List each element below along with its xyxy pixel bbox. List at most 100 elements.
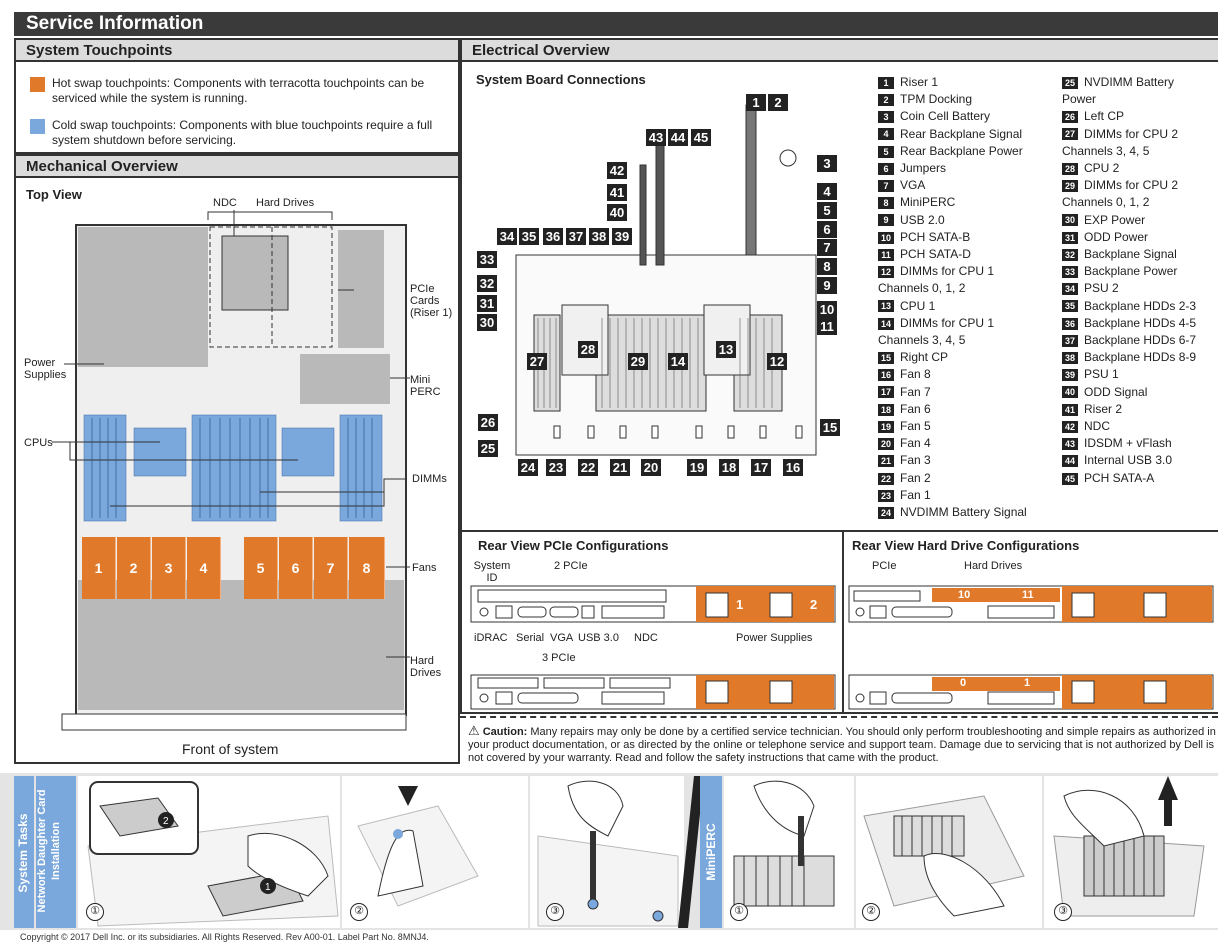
callout-15: 15	[820, 419, 840, 436]
vga-label: VGA	[550, 632, 574, 644]
legend-number: 12	[878, 266, 894, 279]
touchpoints-title: System Touchpoints	[16, 40, 458, 62]
callout-8: 8	[817, 258, 837, 275]
callout-35: 35	[519, 228, 539, 245]
callout-7: 7	[817, 239, 837, 256]
pcie-cards-label: PCIe Cards (Riser 1)	[410, 283, 453, 319]
legend-label: ODD Signal	[1084, 384, 1148, 399]
legend-label: CPU 1	[900, 298, 936, 313]
miniperc-step-1: ①	[730, 903, 748, 921]
legend-number: 20	[878, 438, 894, 451]
callout-36: 36	[543, 228, 563, 245]
callout-28: 28	[578, 341, 598, 358]
warning-icon: ⚠	[468, 723, 480, 738]
fan-3: 3	[152, 537, 186, 599]
callout-17: 17	[751, 459, 771, 476]
legend-label: Rear Backplane Signal	[900, 126, 1023, 141]
legend-number: 38	[1062, 352, 1078, 365]
hdd-pcie-label: PCIe	[872, 560, 897, 572]
legend-label: DIMMs for CPU 1	[900, 315, 995, 330]
legend-label: DIMMs for CPU 2	[1084, 126, 1179, 141]
callout-6: 6	[817, 221, 837, 238]
ndc-illustrations: 2 1	[87, 780, 679, 927]
legend-number: 24	[878, 506, 894, 519]
ndc-step-2: ②	[350, 903, 368, 921]
callout-40: 40	[607, 204, 627, 221]
legend-number: 32	[1062, 248, 1078, 261]
legend-label: IDSDM + vFlash	[1084, 436, 1172, 451]
fan-4: 4	[187, 537, 221, 599]
legend-label: Fan 7	[900, 384, 931, 399]
ndc-step-1: ①	[86, 903, 104, 921]
legend-label: Fan 3	[900, 453, 931, 468]
legend-number: 13	[878, 300, 894, 313]
ndc-label: NDC	[213, 197, 237, 209]
legend-number: 21	[878, 455, 894, 468]
callout-37: 37	[566, 228, 586, 245]
power-supplies-port-label: Power Supplies	[736, 632, 813, 644]
legend-label: VGA	[900, 178, 926, 193]
legend-label: Fan 1	[900, 487, 931, 502]
callout-2: 2	[768, 94, 788, 111]
legend-label: Fan 4	[900, 436, 931, 451]
rear-hdd-chassis-top	[848, 585, 1214, 623]
ndc-task-label: Network Daughter Card Installation	[36, 789, 62, 913]
hot-swap-swatch	[30, 77, 45, 92]
legend-number: 43	[1062, 438, 1078, 451]
legend-label: Rear Backplane Power	[900, 143, 1023, 158]
cpus-label: CPUs	[24, 437, 53, 449]
electrical-title: Electrical Overview	[462, 40, 1218, 62]
legend-label: PCH SATA-B	[900, 229, 971, 244]
legend-label: Fan 6	[900, 401, 931, 416]
three-pcie-label: 3 PCIe	[542, 652, 576, 664]
hard-drives-top-label: Hard Drives	[256, 197, 315, 209]
legend-number: 6	[878, 162, 894, 175]
cold-swap-row: Cold swap touchpoints: Components with b…	[30, 118, 450, 148]
usb-label: USB 3.0	[578, 632, 619, 644]
legend-label: TPM Docking	[900, 92, 973, 107]
fans-label: Fans	[412, 562, 437, 574]
callout-3: 3	[817, 155, 837, 172]
system-tasks-label: System Tasks	[16, 813, 30, 893]
callout-44: 44	[668, 129, 688, 146]
miniperc-step-3: ③	[1054, 903, 1072, 921]
ndc-task-tab	[36, 776, 76, 928]
legend-number: 19	[878, 420, 894, 433]
power-supplies-label: Power Supplies	[24, 357, 67, 381]
legend-number: 5	[878, 145, 894, 158]
callout-18: 18	[719, 459, 739, 476]
legend-label: NVDIMM Battery Signal	[900, 505, 1027, 520]
hdd-bay-0: 0	[960, 677, 967, 689]
callout-26: 26	[478, 414, 498, 431]
legend-label: Backplane HDDs 8-9	[1084, 350, 1197, 365]
legend-number: 18	[878, 403, 894, 416]
miniperc-illustrations	[733, 776, 1205, 917]
legend-item: 17 Fan 7	[878, 384, 1058, 401]
callout-13: 13	[716, 341, 736, 358]
legend-number: 26	[1062, 111, 1078, 124]
top-view-label: Top View	[26, 187, 82, 202]
callout-24: 24	[518, 459, 538, 476]
legend-label: Coin Cell Battery	[900, 109, 991, 124]
legend-label: Internal USB 3.0	[1084, 453, 1173, 468]
legend-number: 9	[878, 214, 894, 227]
callout-22: 22	[578, 459, 598, 476]
legend-number: 17	[878, 386, 894, 399]
